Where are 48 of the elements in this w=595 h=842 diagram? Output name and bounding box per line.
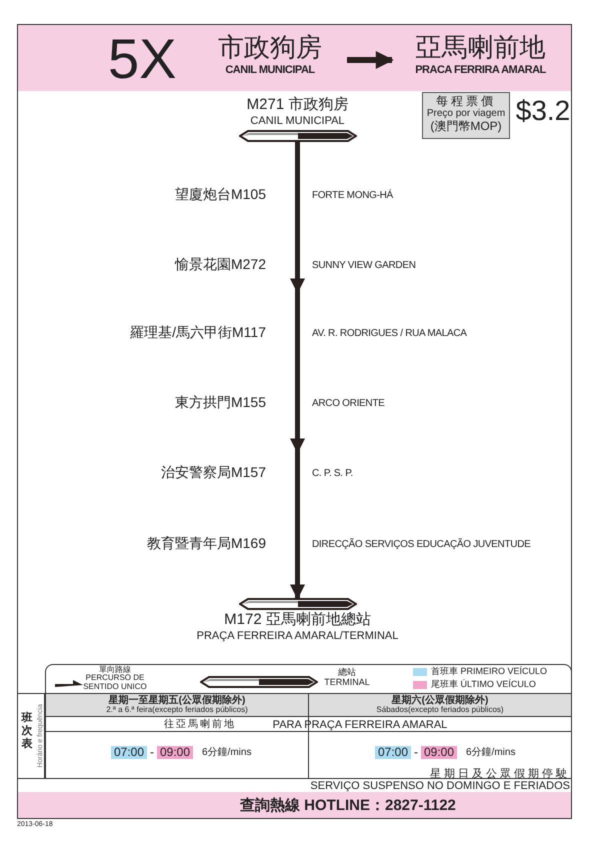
legend-text: 總站 TERMINAL xyxy=(323,668,371,688)
timetable-side-title: 班次表 xyxy=(20,712,34,752)
stop-name: M271 市政狗房 xyxy=(246,97,350,114)
stop-name: 東方拱門M155 xyxy=(174,395,266,410)
time-cell: 09:00 xyxy=(157,746,193,760)
fare-label: 每程票價 xyxy=(435,95,497,108)
stop-name: 望廈炮台M105 xyxy=(174,187,266,202)
frequency-text: 6分鐘/mins xyxy=(202,747,252,758)
stop-name-portuguese: CANIL MUNICIPAL xyxy=(249,115,346,128)
fare-price: $3.2 xyxy=(514,96,572,127)
route-arrow xyxy=(290,142,305,598)
destination-name-portuguese: CANIL MUNICIPAL xyxy=(224,64,316,76)
column-header: 星期六(公眾假期除外) xyxy=(390,695,490,706)
destination-name: 亞馬喇前地 xyxy=(414,33,546,62)
column-header: Sábados(excepto feriados públicos) xyxy=(375,706,505,715)
service-notice: 星期日及公眾假期停駛 xyxy=(429,768,570,780)
stop-name-portuguese: AV. R. RODRIGUES / RUA MALACA xyxy=(312,328,468,339)
fare-label: (澳門幣MOP) xyxy=(429,120,503,134)
time-cell: 07:00 xyxy=(111,746,147,760)
stop-name-portuguese: PRAÇA FERREIRA AMARAL/TERMINAL xyxy=(196,630,400,642)
destination-name-portuguese: PRACA FERRIRA AMARAL xyxy=(414,64,547,76)
time-cell: 09:00 xyxy=(421,746,457,760)
time-separator: - xyxy=(413,746,419,760)
stop-name: M172 亞馬喇前地總站 xyxy=(223,612,372,628)
time-cell: 07:00 xyxy=(375,746,411,760)
stop-name: 教育暨青年局M169 xyxy=(146,536,266,552)
destination-name: 市政狗房 xyxy=(217,33,323,62)
fare-label: Preço por viagem xyxy=(426,108,506,119)
stop-name: 愉景花園M272 xyxy=(174,257,266,272)
stop-name-portuguese: FORTE MONG-HÁ xyxy=(312,190,394,201)
legend-text: 單向路線 PERCURSO DE SENTIDO UNICO xyxy=(82,666,148,692)
column-header: 2.ª a 6.ª feira(excepto feriados públicos) xyxy=(105,706,249,715)
stop-name-portuguese: C. P. S. P. xyxy=(312,468,354,479)
column-header: 星期一至星期五(公眾假期除外) xyxy=(108,695,246,706)
stop-name-portuguese: DIRECÇÃO SERVIÇOS EDUCAÇÃO JUVENTUDE xyxy=(312,539,532,550)
frequency-text: 6分鐘/mins xyxy=(466,747,516,758)
direction-label: 往亞馬喇前地 xyxy=(163,719,237,730)
route-arrow xyxy=(347,51,394,69)
legend-text: 尾班車 ÚLTIMO VEÍCULO xyxy=(431,680,536,690)
time-separator: - xyxy=(149,746,155,760)
stop-name: 羅理基/馬六甲街M117 xyxy=(129,325,266,340)
stop-name-portuguese: ARCO ORIENTE xyxy=(312,398,386,409)
service-notice: SERVIÇO SUSPENSO NO DOMINGO E FERIADOS xyxy=(309,780,570,792)
hotline-text: 查詢熱線 HOTLINE：2827-1122 xyxy=(240,798,457,814)
route-number: 5X xyxy=(108,28,178,90)
stop-name: 治安警察局M157 xyxy=(160,465,266,480)
legend-text: 首班車 PRIMEIRO VEÍCULO xyxy=(431,667,548,677)
stop-name-portuguese: SUNNY VIEW GARDEN xyxy=(312,260,417,271)
